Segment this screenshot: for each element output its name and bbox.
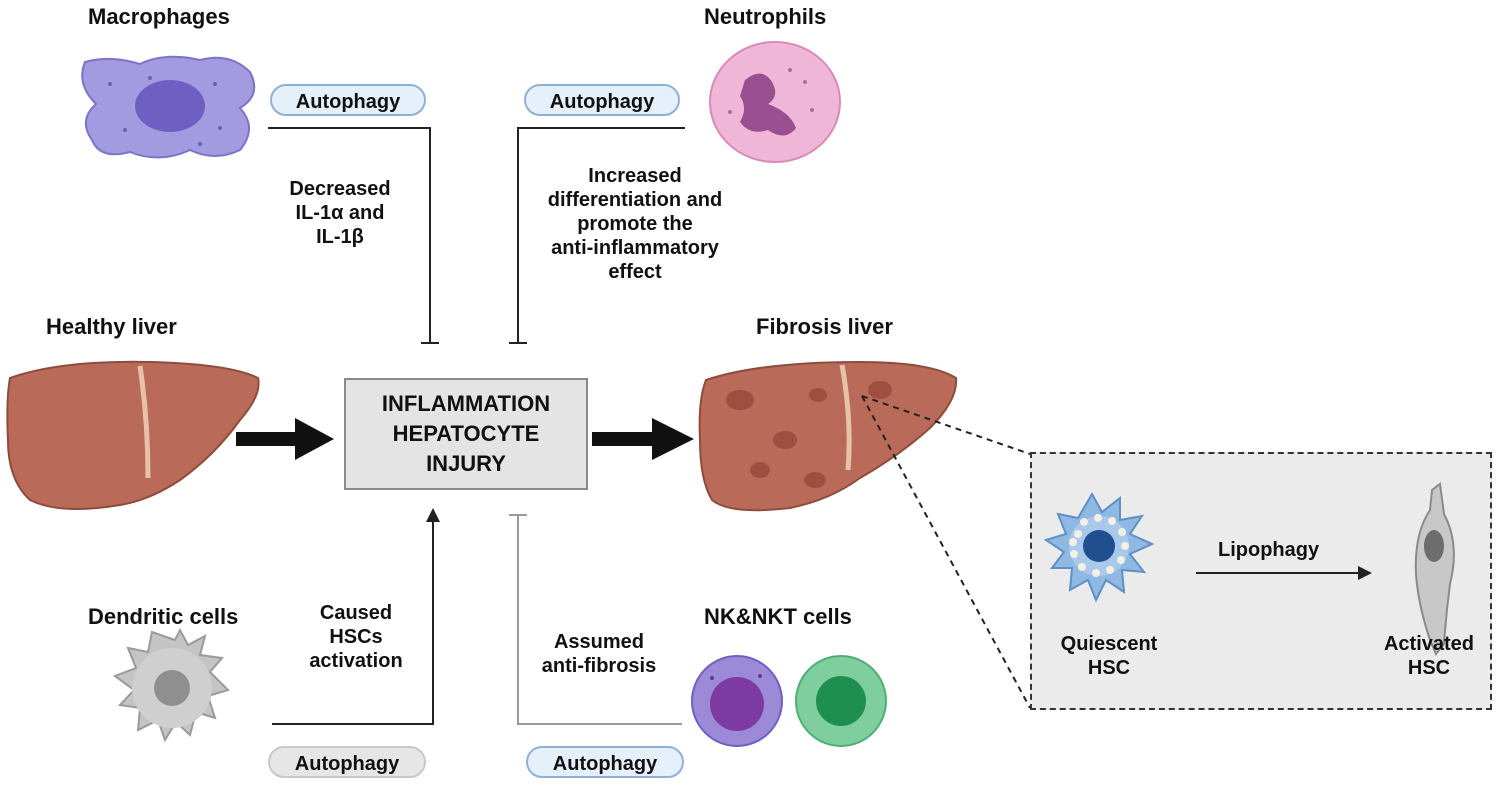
neutrophil-cell-icon [709,41,841,163]
neutrophils-label: Neutrophils [704,4,827,29]
autophagy-nk-pill: Autophagy [526,746,684,778]
fibrosis-liver-icon [698,360,958,512]
healthy-liver-label: Healthy liver [46,314,177,339]
center-line-3: INJURY [426,451,506,476]
lipophagy-arrow [1196,566,1372,580]
dendritic-activation-arrow [272,508,440,725]
center-line-2: HEPATOCYTE [392,421,540,446]
macrophage-inhibit-line [268,127,439,344]
inflammation-injury-box: INFLAMMATION HEPATOCYTE INJURY [344,378,588,490]
arrow-healthy-to-inflammation [236,418,334,460]
dendritic-cell-icon [112,627,230,743]
nk-inhibit-line [509,514,682,725]
center-line-1: INFLAMMATION [381,391,551,416]
neutrophil-inhibit-line [509,127,685,344]
macrophages-label: Macrophages [88,4,230,29]
zoom-lines [861,395,1031,709]
arrow-inflammation-to-fibrosis [592,418,694,460]
lipophagy-label: Lipophagy [1218,539,1320,561]
nk-cell-icon [691,655,783,747]
nkt-cell-icon [795,655,887,747]
healthy-liver-icon [6,360,260,510]
hsc-graphics [1043,482,1455,656]
autophagy-macrophage-pill: Autophagy [270,84,426,116]
autophagy-dendritic-pill: Autophagy [268,746,426,778]
activated-hsc-icon [1414,482,1455,656]
dendritic-cells-label: Dendritic cells [88,604,239,629]
fibrosis-liver-label: Fibrosis liver [756,314,893,339]
quiescent-hsc-icon [1043,491,1155,603]
nk-nkt-cells-label: NK&NKT cells [704,604,852,629]
autophagy-neutrophil-pill: Autophagy [524,84,680,116]
macrophage-cell-icon [81,55,256,159]
